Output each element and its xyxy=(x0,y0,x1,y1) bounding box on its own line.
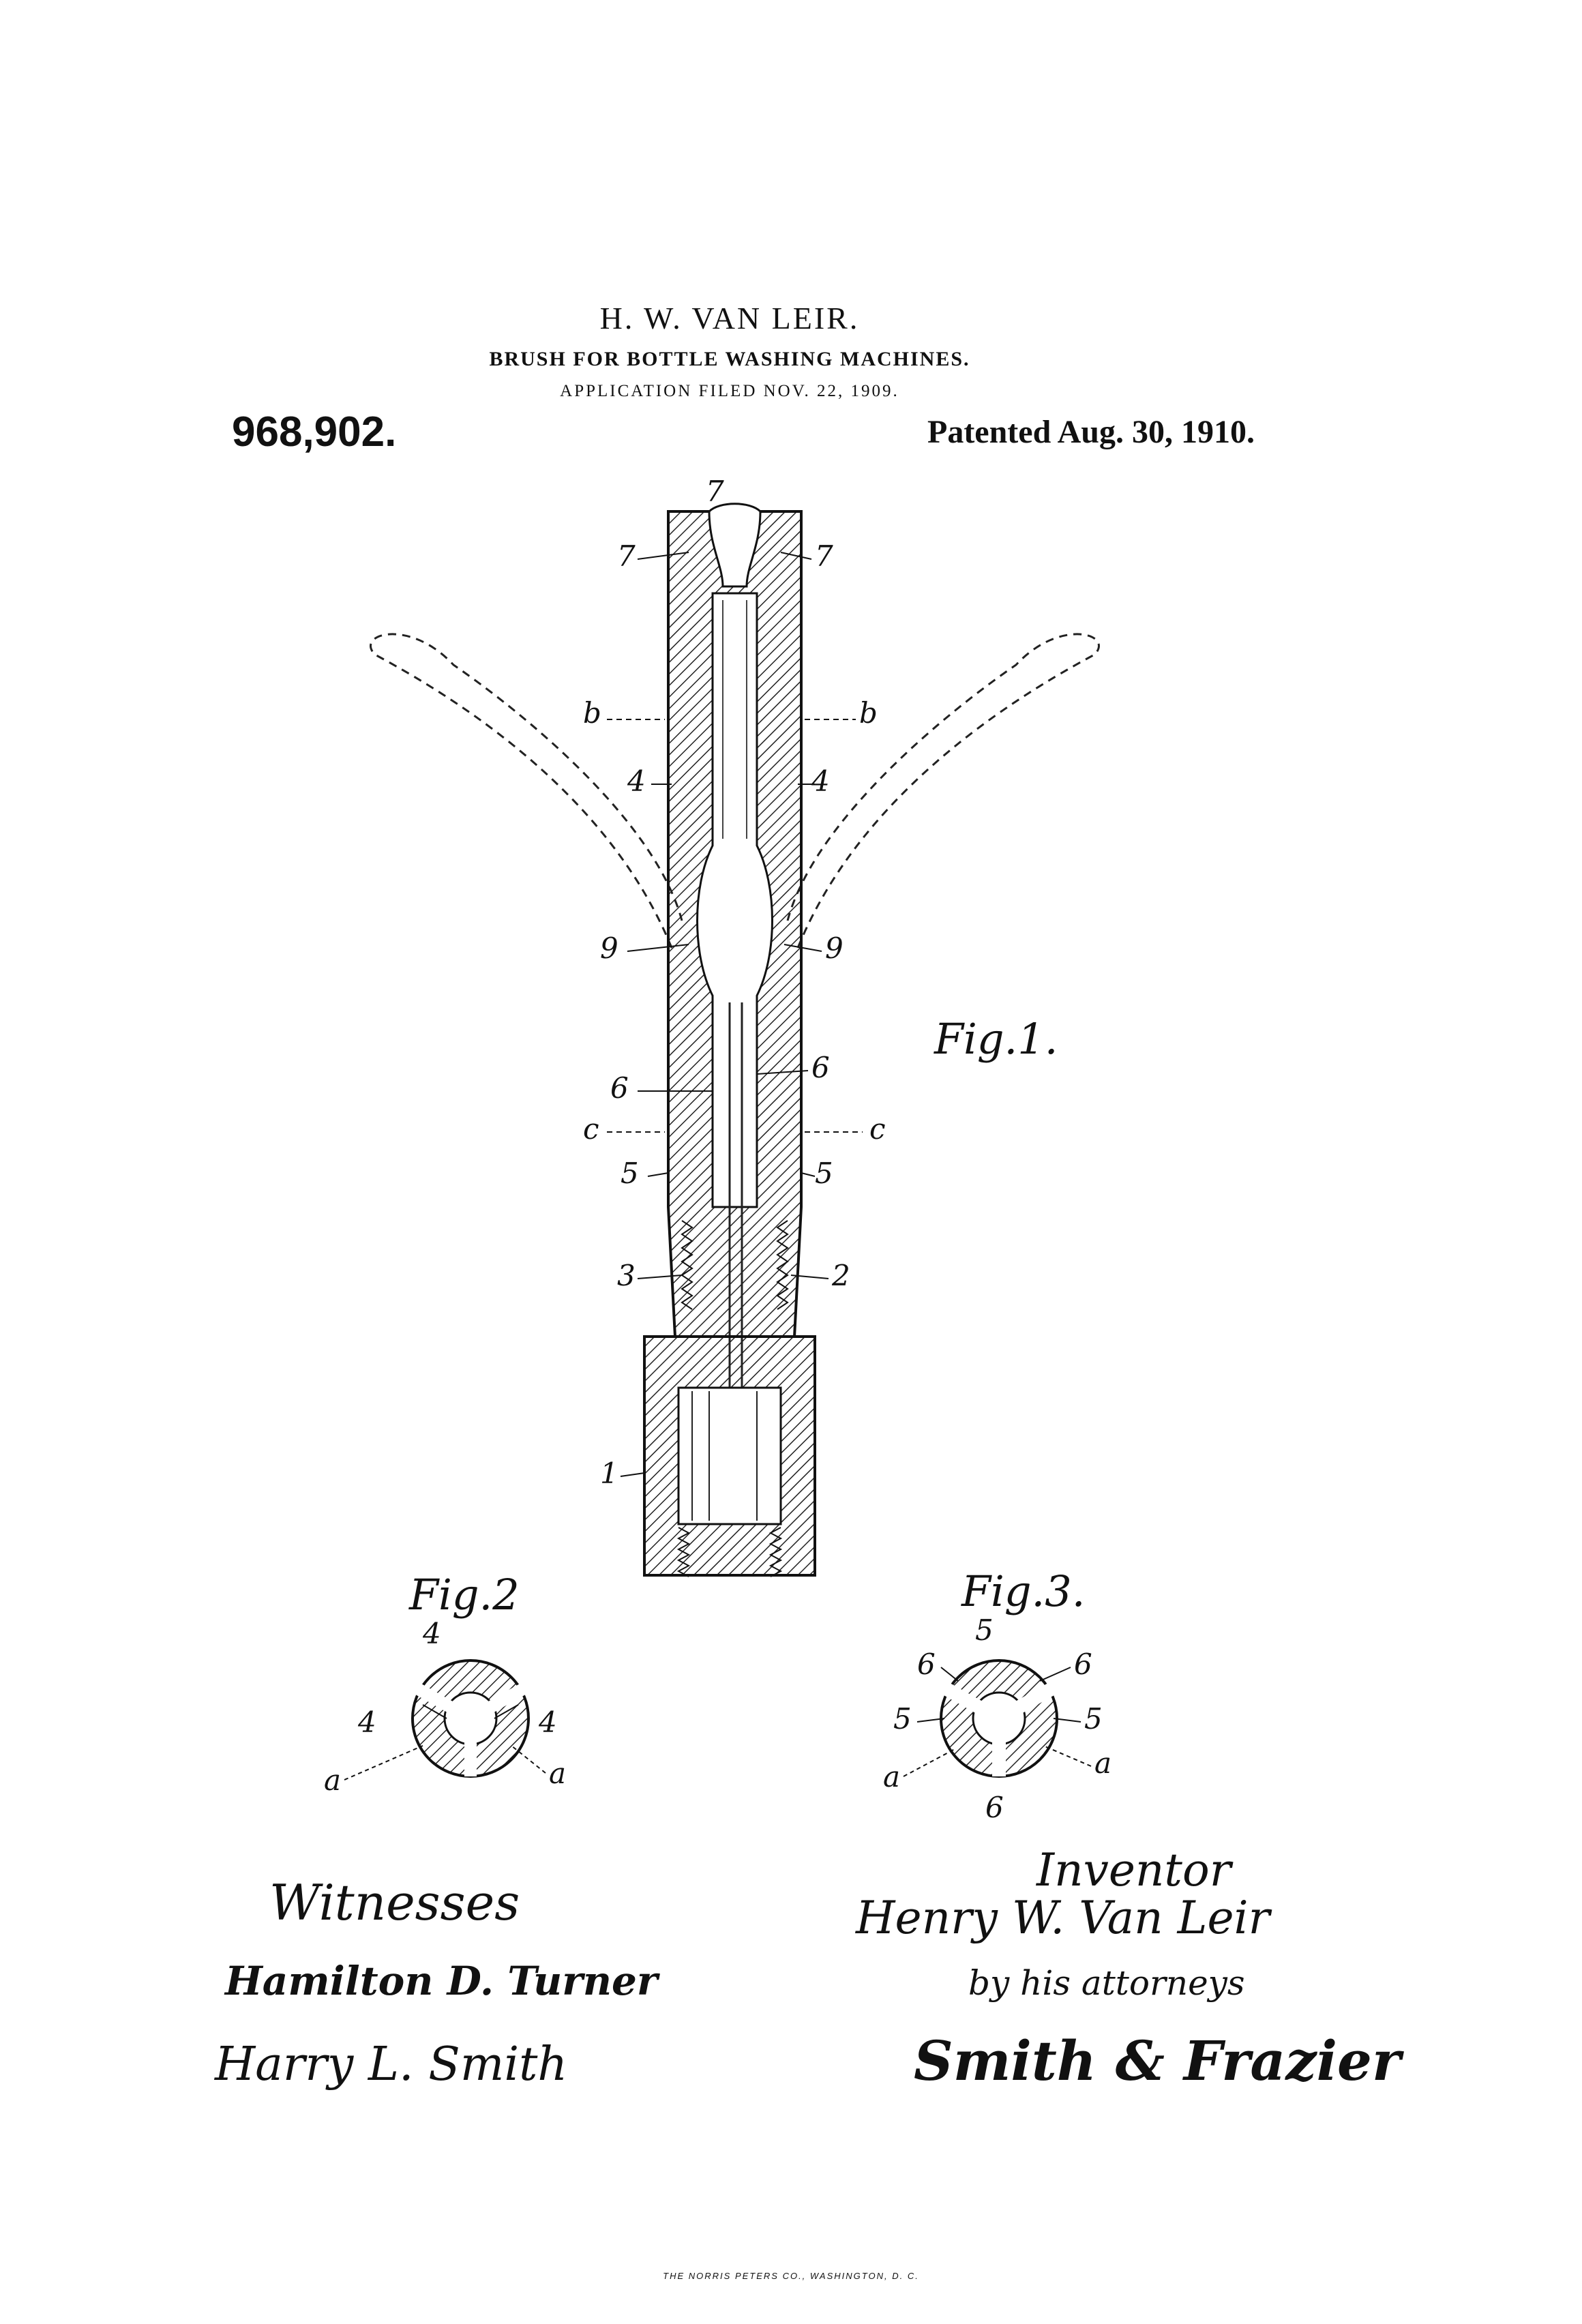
witnesses-heading: Witnesses xyxy=(269,1874,520,1931)
fig3-label-6-right: 6 xyxy=(1074,1648,1092,1681)
label-3: 3 xyxy=(617,1259,636,1292)
label-7-top: 7 xyxy=(706,475,724,508)
fig2-caption: Fig.2 xyxy=(408,1570,520,1620)
witness-signatures: Witnesses Hamilton D. Turner Harry L. Sm… xyxy=(213,1874,661,2091)
fig3-label-5-left: 5 xyxy=(893,1702,912,1735)
fig1-brush-drawing xyxy=(370,503,1100,1577)
fig3-label-a-right: a xyxy=(1094,1746,1111,1780)
witness-1-signature: Hamilton D. Turner xyxy=(224,1958,661,2004)
label-5-right: 5 xyxy=(815,1157,833,1190)
label-6-right: 6 xyxy=(811,1051,830,1084)
patented-date: Patented Aug. 30, 1910. xyxy=(927,414,1255,450)
inventor-signature: Henry W. Van Leir xyxy=(855,1892,1272,1944)
application-filed-line: APPLICATION FILED NOV. 22, 1909. xyxy=(560,382,899,400)
ball-valve xyxy=(708,503,762,588)
inventor-heading: Inventor xyxy=(1036,1844,1234,1896)
patent-inventor-heading: H. W. VAN LEIR. xyxy=(599,301,860,336)
fig2-label-a-left: a xyxy=(324,1763,341,1797)
label-5-left: 5 xyxy=(621,1157,639,1190)
fig3-label-5-right: 5 xyxy=(1084,1702,1103,1735)
label-c-right: c xyxy=(869,1112,886,1146)
by-attorneys-line: by his attorneys xyxy=(968,1963,1245,2003)
inventor-signatures: Inventor Henry W. Van Leir by his attorn… xyxy=(855,1844,1404,2093)
fig2-label-4-top: 4 xyxy=(422,1617,441,1650)
label-9-left: 9 xyxy=(600,932,618,965)
label-7-right: 7 xyxy=(815,539,833,573)
patent-number: 968,902. xyxy=(232,408,397,456)
label-9-right: 9 xyxy=(825,932,844,965)
fig1-caption: Fig.1. xyxy=(934,1014,1058,1064)
fig3-label-5-top: 5 xyxy=(975,1613,994,1647)
thread-marks xyxy=(681,1220,789,1310)
inner-bore xyxy=(696,592,773,1208)
fig2-label-4-left: 4 xyxy=(357,1705,376,1739)
fig3-label-a-left: a xyxy=(883,1760,900,1793)
fig2-cross-section: Fig.2 4 4 4 a a xyxy=(324,1570,566,1797)
fig1-labels: 7 7 7 b b 4 4 9 9 6 6 c c 5 5 3 2 1 xyxy=(583,475,1058,1490)
label-b-left: b xyxy=(583,696,601,730)
label-4-right: 4 xyxy=(811,764,830,798)
label-4-left: 4 xyxy=(627,764,646,798)
fig3-label-6-bottom: 6 xyxy=(985,1791,1004,1824)
label-1: 1 xyxy=(600,1457,618,1490)
label-6-left: 6 xyxy=(610,1071,629,1105)
attorneys-signature: Smith & Frazier xyxy=(914,2029,1404,2093)
fig2-label-a-right: a xyxy=(549,1757,566,1790)
fig3-caption: Fig.3. xyxy=(961,1566,1085,1616)
label-c-left: c xyxy=(583,1112,599,1146)
bristle-outline-right xyxy=(786,633,1100,949)
label-7-left: 7 xyxy=(617,539,636,573)
printer-imprint: THE NORRIS PETERS CO., WASHINGTON, D. C. xyxy=(663,2271,919,2281)
label-b-right: b xyxy=(859,696,878,730)
fig3-label-6-left: 6 xyxy=(917,1648,936,1681)
patent-title: BRUSH FOR BOTTLE WASHING MACHINES. xyxy=(489,348,970,370)
fig3-cross-section: Fig.3. 5 6 6 5 5 a a 6 xyxy=(883,1566,1111,1824)
bristle-outline-left xyxy=(370,633,683,949)
label-2: 2 xyxy=(831,1259,850,1292)
witness-2-signature: Harry L. Smith xyxy=(213,2038,567,2091)
fig2-label-4-right: 4 xyxy=(538,1705,557,1739)
